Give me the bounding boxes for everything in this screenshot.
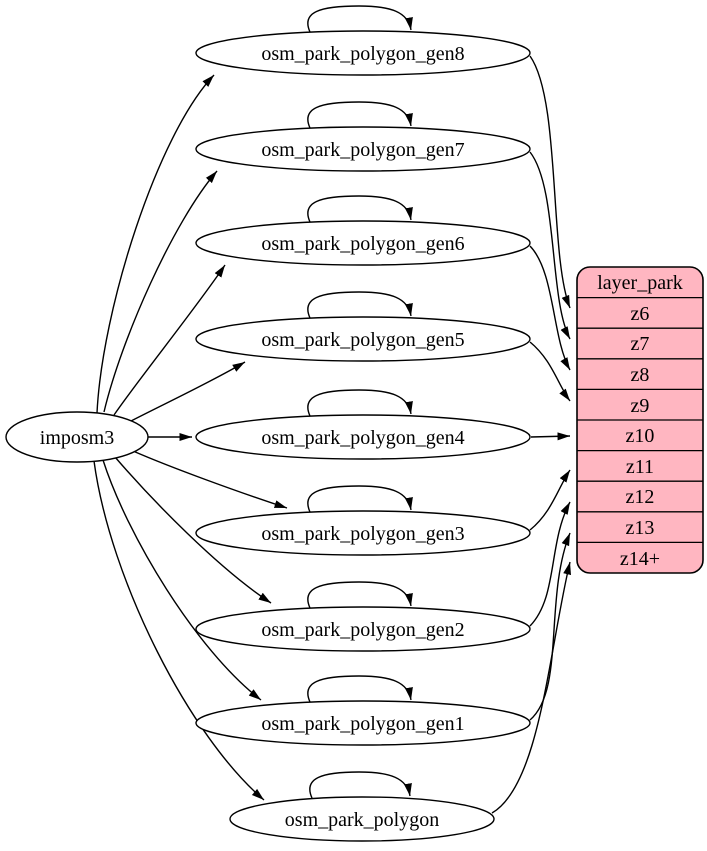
- self-loop-gen7: [307, 101, 413, 129]
- polygon-label: osm_park_polygon: [285, 809, 439, 831]
- self-loop-gen3: [307, 485, 413, 513]
- node-osm-park-polygon-gen8: osm_park_polygon_gen8: [195, 30, 531, 76]
- gen1-label: osm_park_polygon_gen1: [261, 713, 464, 735]
- self-loop-polygon: [309, 771, 412, 799]
- layer-row-z7: z7: [631, 333, 650, 355]
- node-layer-park: layer_park z6 z7 z8 z9 z10 z11 z12 z13 z…: [576, 266, 704, 574]
- node-imposm3: imposm3: [5, 411, 149, 463]
- edge-imposm3-to-gen7: [103, 170, 218, 413]
- self-loop-gen6: [307, 195, 413, 223]
- node-osm-park-polygon-gen7: osm_park_polygon_gen7: [195, 126, 531, 172]
- edge-gen5-to-z9: [529, 341, 571, 402]
- edge-group: [93, 5, 571, 814]
- node-osm-park-polygon-gen6: osm_park_polygon_gen6: [195, 220, 531, 266]
- gen7-ellipse: [195, 126, 531, 172]
- gen3-label: osm_park_polygon_gen3: [261, 523, 464, 545]
- gen6-label: osm_park_polygon_gen6: [261, 233, 464, 255]
- gen2-ellipse: [195, 606, 531, 652]
- node-osm-park-polygon-gen1: osm_park_polygon_gen1: [195, 700, 531, 746]
- gen5-label: osm_park_polygon_gen5: [261, 329, 464, 351]
- edge-imposm3-to-gen6: [113, 264, 226, 416]
- node-osm-park-polygon-gen3: osm_park_polygon_gen3: [195, 510, 531, 556]
- polygon-ellipse: [229, 796, 495, 842]
- edge-gen3-to-z11: [529, 469, 571, 531]
- imposm3-label: imposm3: [40, 427, 114, 449]
- layer-park-header: layer_park: [597, 272, 683, 294]
- node-osm-park-polygon-gen5: osm_park_polygon_gen5: [195, 316, 531, 362]
- layer-row-z12: z12: [626, 486, 655, 508]
- node-osm-park-polygon-gen4: osm_park_polygon_gen4: [195, 414, 531, 460]
- self-loop-gen2: [307, 581, 413, 609]
- edge-gen6-to-z8: [529, 245, 571, 371]
- gen2-label: osm_park_polygon_gen2: [261, 619, 464, 641]
- layer-row-z6: z6: [631, 303, 650, 325]
- edge-polygon-to-z14: [491, 561, 571, 814]
- gen6-ellipse: [195, 220, 531, 266]
- edge-imposm3-to-gen1: [102, 459, 262, 701]
- gen4-ellipse: [195, 414, 531, 460]
- edge-gen7-to-z7: [529, 151, 571, 340]
- gen1-ellipse: [195, 700, 531, 746]
- self-loop-gen5: [307, 291, 413, 319]
- edge-imposm3-to-polygon: [93, 460, 265, 801]
- layer-row-z8: z8: [631, 364, 650, 386]
- imposm3-ellipse: [5, 411, 149, 463]
- node-osm-park-polygon-gen2: osm_park_polygon_gen2: [195, 606, 531, 652]
- edge-imposm3-to-gen2: [114, 456, 272, 604]
- self-loop-gen4: [307, 389, 413, 417]
- gen8-label: osm_park_polygon_gen8: [261, 43, 464, 65]
- gen5-ellipse: [195, 316, 531, 362]
- gen4-label: osm_park_polygon_gen4: [261, 427, 464, 449]
- layer-row-z14: z14+: [620, 548, 660, 570]
- self-loop-gen8: [307, 5, 413, 33]
- gen8-ellipse: [195, 30, 531, 76]
- layer-row-z13: z13: [626, 517, 655, 539]
- self-loop-gen1: [307, 675, 413, 703]
- node-osm-park-polygon: osm_park_polygon: [229, 796, 495, 842]
- edge-imposm3-to-gen8: [96, 74, 215, 414]
- edge-gen4-to-z10: [530, 432, 571, 441]
- gen3-ellipse: [195, 510, 531, 556]
- edge-gen2-to-z12: [529, 501, 571, 627]
- layer-row-z10: z10: [626, 425, 655, 447]
- edge-gen8-to-z6: [529, 55, 571, 309]
- edge-imposm3-to-gen3: [132, 450, 288, 509]
- layer-row-z11: z11: [626, 456, 654, 478]
- edge-imposm3-to-gen5: [130, 361, 246, 422]
- edge-gen1-to-z13: [529, 532, 571, 721]
- layer-row-z9: z9: [631, 395, 650, 417]
- gen7-label: osm_park_polygon_gen7: [261, 139, 464, 161]
